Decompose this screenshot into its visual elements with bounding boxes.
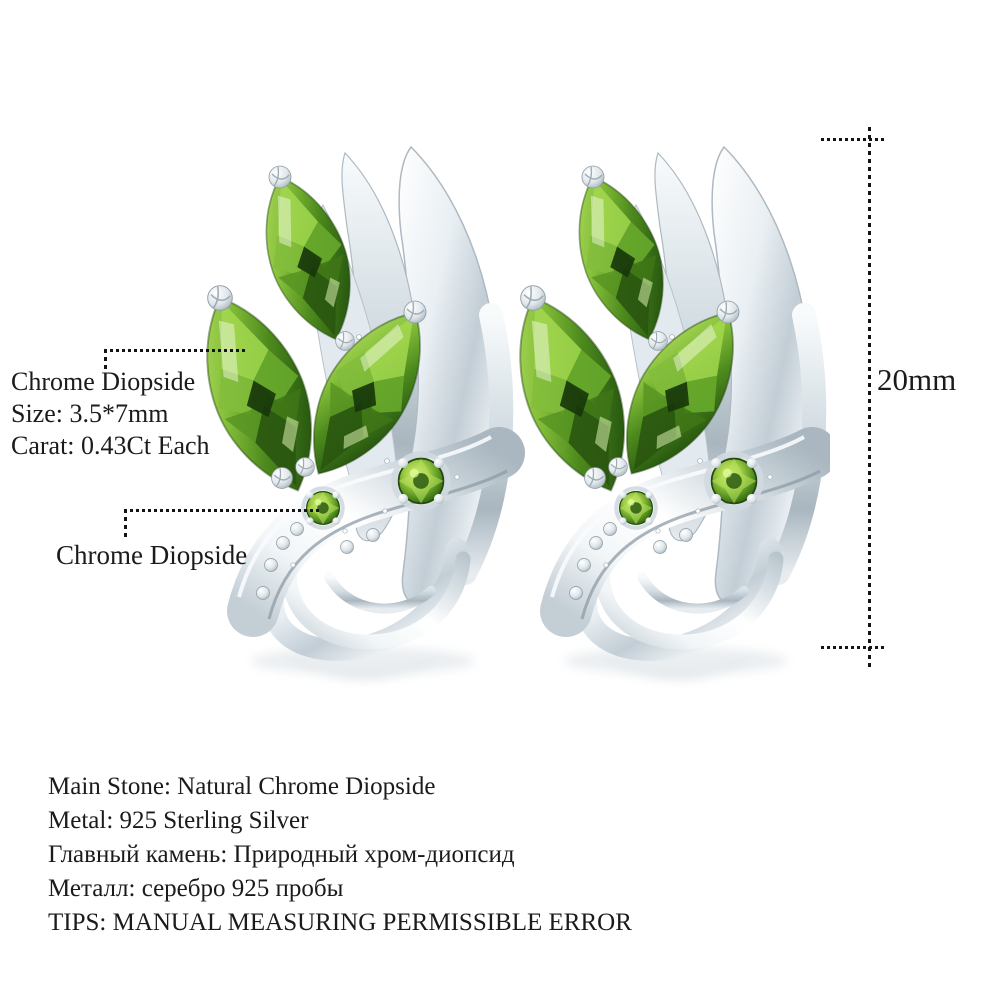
spec-line-tips: TIPS: MANUAL MEASURING PERMISSIBLE ERROR (48, 909, 632, 936)
dimension-cap-bottom (821, 646, 884, 649)
spec-line-main-stone-ru: Главный камень: Природный хром-диопсид (48, 841, 515, 868)
annotation-main-stone-size: Size: 3.5*7mm (11, 399, 169, 428)
leader-line-main-stone-h (104, 349, 245, 352)
earring-left (178, 147, 507, 680)
spec-block: Main Stone: Natural Chrome Diopside Meta… (48, 770, 632, 940)
leader-line-accent-stone-h (124, 509, 322, 512)
spec-line-metal: Metal: 925 Sterling Silver (48, 807, 309, 834)
annotation-main-stone: Chrome Diopside Size: 3.5*7mm Carat: 0.4… (11, 366, 210, 462)
leader-line-main-stone-v (104, 349, 107, 369)
annotation-accent-stone: Chrome Diopside (56, 540, 248, 570)
annotation-main-stone-carat: Carat: 0.43Ct Each (11, 431, 210, 460)
earring-right (491, 147, 820, 680)
dimension-line (868, 127, 871, 667)
leader-line-accent-stone-v (124, 509, 127, 539)
dimension-cap-top (821, 138, 884, 141)
spec-line-main-stone: Main Stone: Natural Chrome Diopside (48, 773, 436, 800)
annotation-main-stone-title: Chrome Diopside (11, 367, 196, 396)
dimension-label: 20mm (877, 362, 957, 397)
spec-line-metal-ru: Металл: серебро 925 пробы (48, 875, 344, 902)
earrings-photo (150, 140, 830, 700)
